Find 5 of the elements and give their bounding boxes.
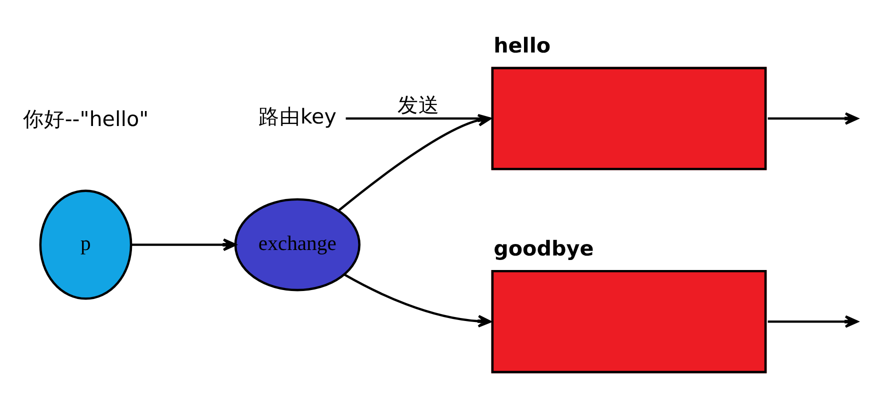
node-label: goodbye bbox=[494, 236, 594, 260]
edge-label: 发送 bbox=[397, 92, 440, 117]
node-label: hello bbox=[494, 32, 551, 57]
label: 你好--"hello" bbox=[22, 106, 149, 130]
node-text: 路由key bbox=[258, 104, 336, 128]
